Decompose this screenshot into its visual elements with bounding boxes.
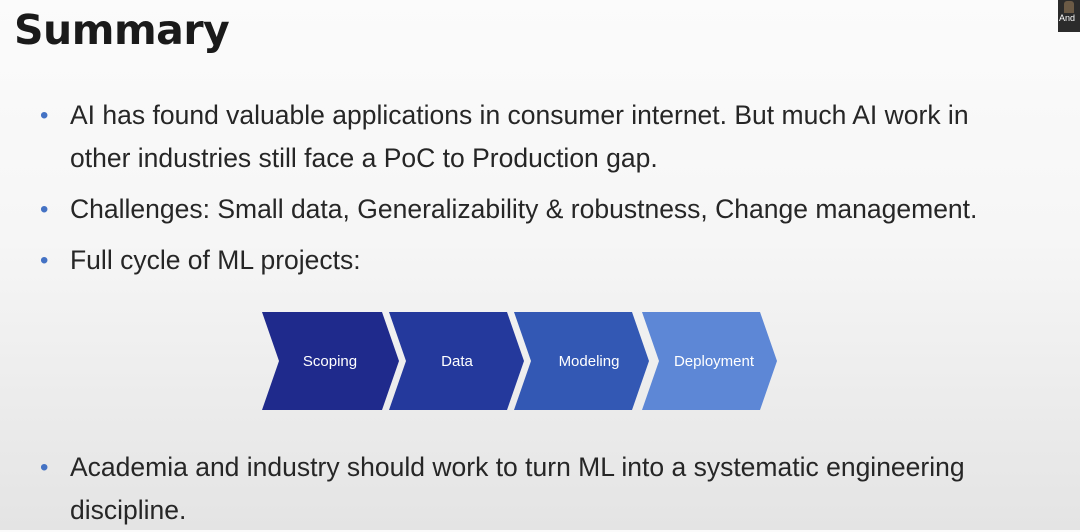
chevron-shape bbox=[262, 312, 399, 410]
chevron-step-modeling: Modeling bbox=[514, 312, 649, 410]
chevron-label: Data bbox=[441, 353, 473, 370]
slide-title: Summary bbox=[14, 6, 230, 54]
bullet-dot-icon: • bbox=[40, 102, 49, 129]
bullet-dot-icon: • bbox=[40, 454, 49, 481]
participant-avatar-icon bbox=[1064, 1, 1074, 13]
bullet-line: discipline. bbox=[70, 495, 187, 525]
bullet-item-final: • Academia and industry should work to t… bbox=[40, 446, 1075, 532]
bullet-item: • AI has found valuable applications in … bbox=[40, 94, 1075, 180]
bullet-line: Academia and industry should work to tur… bbox=[70, 452, 965, 482]
bullet-line: AI has found valuable applications in co… bbox=[70, 100, 969, 130]
chevron-label: Scoping bbox=[303, 353, 357, 370]
participant-name-label: And bbox=[1059, 13, 1076, 23]
bullet-dot-icon: • bbox=[40, 196, 49, 223]
participant-video-thumbnail[interactable]: And bbox=[1058, 0, 1080, 32]
chevron-step-data: Data bbox=[389, 312, 524, 410]
bullet-line: other industries still face a PoC to Pro… bbox=[70, 143, 658, 173]
chevron-shape bbox=[514, 312, 649, 410]
bullet-item: • Full cycle of ML projects: bbox=[40, 239, 1075, 282]
bullet-list: • AI has found valuable applications in … bbox=[40, 94, 1075, 290]
bullet-line: Challenges: Small data, Generalizability… bbox=[70, 194, 978, 224]
chevron-step-scoping: Scoping bbox=[262, 312, 399, 410]
chevron-label: Deployment bbox=[674, 353, 755, 370]
chevron-step-deployment: Deployment bbox=[642, 312, 777, 410]
bullet-item: • Challenges: Small data, Generalizabili… bbox=[40, 188, 1075, 231]
bullet-dot-icon: • bbox=[40, 247, 49, 274]
chevron-shape bbox=[389, 312, 524, 410]
ml-cycle-chevron-diagram: Scoping Data Modeling Deployment bbox=[262, 312, 777, 410]
chevron-label: Modeling bbox=[559, 353, 620, 370]
bullet-line: Full cycle of ML projects: bbox=[70, 245, 361, 275]
chevron-shape bbox=[642, 312, 777, 410]
